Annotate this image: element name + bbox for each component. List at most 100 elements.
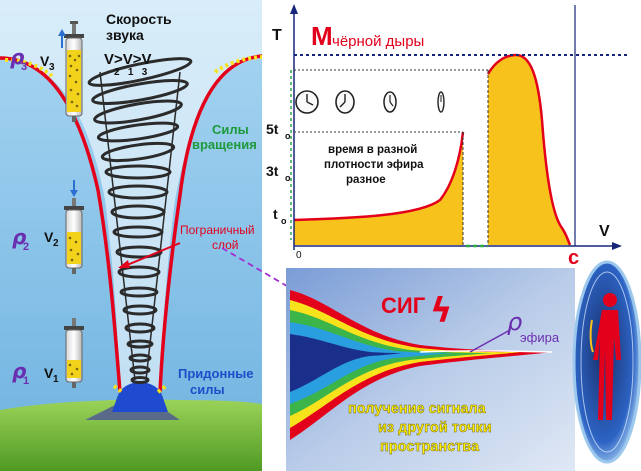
planet-glint (589, 319, 594, 353)
v1-symbol: V (44, 365, 54, 381)
v2-symbol: V (44, 229, 54, 245)
spiral-coil (124, 322, 156, 334)
clock-icon (437, 91, 445, 113)
y-axis-arrow-icon (290, 4, 298, 14)
spiral-coil (93, 99, 183, 125)
curve-left (293, 131, 465, 222)
spiral-coil (87, 57, 193, 87)
x-axis-label: V (599, 223, 610, 240)
boundary-layer-label-2: слой (212, 238, 239, 252)
spiral-coil (129, 365, 151, 375)
tick-t0: t (273, 206, 278, 222)
bottom-dots-left (112, 384, 124, 394)
boundary-pointer-arrow-icon (118, 260, 130, 268)
v3-subscript: 3 (49, 62, 55, 73)
clock-icon (295, 90, 319, 114)
tick-3t0-sub: o (285, 173, 291, 183)
tick-5t0: 5t (266, 121, 279, 137)
down-arrow-head-icon (70, 190, 78, 197)
rho2-symbol: ρ (12, 225, 26, 249)
bh-mass-symbol: М (311, 21, 333, 51)
v3-symbol: V (40, 53, 50, 69)
spiral-coil (126, 339, 154, 349)
origin-label: 0 (296, 250, 302, 261)
planet-rim (580, 271, 634, 453)
rim-dots-right (213, 55, 263, 74)
v2-subscript: 2 (53, 238, 59, 249)
rho-ether-pointer (469, 329, 511, 353)
band-blue (290, 322, 452, 404)
spiral-coil (119, 286, 159, 298)
up-arrow-head-icon (58, 29, 66, 36)
human-figure-icon (593, 293, 621, 420)
tick-5t0-sub: o (285, 131, 291, 141)
bottom-forces-label-2: силы (190, 382, 225, 397)
spiral-coil (96, 121, 180, 143)
rho3-symbol: ρ (10, 45, 24, 69)
caption-line-2: из другой точки (378, 420, 492, 436)
funnel-wall-right (158, 54, 263, 393)
spiral-coil (117, 265, 161, 279)
bottom-forces-label-1: Придонные (178, 366, 254, 381)
planet-figure-illustration (572, 260, 641, 464)
v1-subscript: 1 (53, 374, 59, 385)
rho1-subscript: 1 (23, 375, 29, 387)
rotation-forces-label-2: вращения (192, 137, 257, 152)
signal-core-line (419, 350, 553, 353)
note-line-3: разное (346, 174, 386, 186)
bottom-pool (112, 382, 168, 412)
clock-icon (383, 91, 397, 113)
caption-line-3: пространства (380, 439, 480, 455)
velocity-relation: V>V>V (104, 51, 152, 68)
sound-speed-title-1: Скорость (106, 11, 172, 27)
spiral-coil (115, 245, 163, 259)
band-navy (290, 334, 402, 392)
bh-mass-subscript: чёрной дыры (332, 33, 424, 50)
rho1-symbol: ρ (12, 359, 26, 383)
signal-panel: СИГ ϟ ρ эфира получение сигнала из друго… (286, 268, 575, 471)
sound-speed-title-2: звука (106, 27, 144, 43)
rho2-subscript: 2 (23, 241, 29, 253)
funnel-wall-left (0, 56, 122, 393)
clock-icon (335, 90, 355, 114)
caption-line-1: получение сигнала (348, 401, 487, 417)
band-red (290, 290, 552, 440)
spiral-coil (104, 164, 172, 180)
sig-label: СИГ (381, 293, 426, 318)
spiral-coil (128, 353, 152, 363)
syringe-2 (64, 198, 84, 274)
boundary-pointer-line (119, 242, 181, 269)
spiral-coil (130, 376, 150, 384)
time-velocity-graph: T V 0 c М чёрной дыры 5t o 3t o t o врем… (266, 2, 638, 269)
spiral-coil (122, 304, 158, 316)
curve-right-fill (488, 55, 570, 245)
tick-t0-sub: o (281, 216, 287, 226)
spiral-coil (100, 141, 176, 163)
c-label: c (568, 247, 579, 269)
rotation-forces-label-1: Силы (212, 122, 249, 137)
tick-3t0: 3t (266, 163, 279, 179)
note-line-2: плотности эфира (324, 159, 424, 171)
rho3-subscript: 3 (21, 61, 27, 73)
spiral-coil (91, 79, 189, 105)
spiral-guide-left (99, 71, 136, 381)
rho-ether-subscript: эфира (520, 330, 560, 345)
y-axis-label: T (272, 27, 282, 44)
bottom-dots-right (156, 384, 168, 394)
lightning-icon: ϟ (430, 291, 452, 331)
vortex-panel: Скорость звука V>V>V 2 1 3 ρ 3 V 3 ρ 2 V… (0, 0, 263, 471)
grass-ground (0, 398, 262, 471)
note-line-1: время в разной (328, 144, 417, 156)
curve-left-fill (294, 132, 463, 245)
spiral-guide-right (145, 71, 181, 381)
rim-dots-left (4, 58, 54, 78)
velocity-relation-subscripts: 2 1 3 (114, 67, 148, 78)
rho-ether-symbol: ρ (507, 308, 522, 336)
vortex-spiral (87, 57, 193, 384)
boundary-layer-label-1: Пограничный (180, 223, 255, 237)
syringe-1 (64, 318, 84, 388)
syringe-3 (64, 21, 84, 122)
curve-right (486, 53, 572, 246)
